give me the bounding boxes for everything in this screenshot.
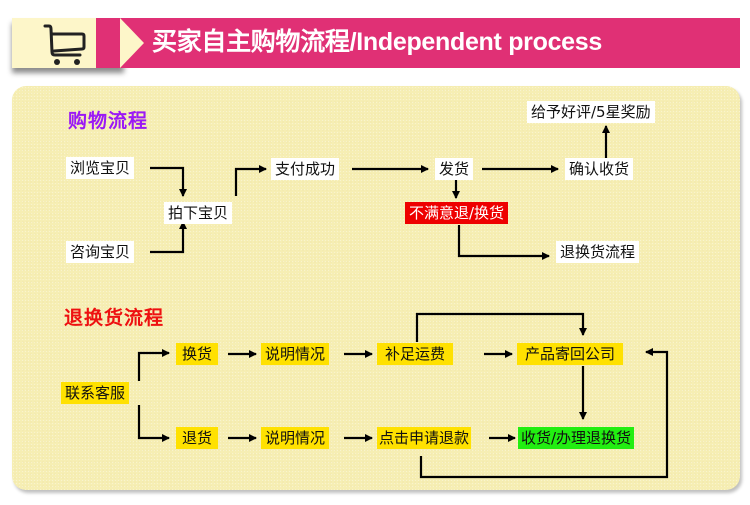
node-return-flow: 退换货流程 [556, 241, 640, 263]
node-order: 拍下宝贝 [164, 202, 233, 224]
arrow-unsatisfied-to-returnflow [457, 225, 550, 260]
node-confirm: 确认收货 [565, 158, 634, 180]
shopping-cart-icon [43, 24, 86, 65]
node-unsatisfied: 不满意退/换货 [405, 202, 509, 224]
node-contact: 联系客服 [61, 382, 130, 404]
node-apply-refund: 点击申请退款 [377, 427, 472, 449]
return-flow-title: 退换货流程 [64, 307, 165, 329]
node-browse: 浏览宝贝 [66, 157, 135, 179]
header-arrow-notch [120, 18, 144, 68]
node-send-back: 产品寄回公司 [517, 343, 624, 365]
node-explain1: 说明情况 [261, 343, 330, 365]
arrow-apply-to-sendback-loop [419, 348, 669, 479]
node-refund: 退货 [176, 427, 219, 449]
node-exchange: 换货 [176, 343, 219, 365]
node-explain2: 说明情况 [261, 427, 330, 449]
arrow-contact-to-exchange [137, 349, 170, 381]
header-bar [96, 18, 740, 68]
node-receive: 收货/办理退换货 [518, 427, 635, 449]
node-consult: 咨询宝贝 [66, 241, 135, 263]
arrow-contact-to-refund [137, 405, 170, 442]
arrow-consult-to-order [150, 221, 187, 254]
header-title: 买家自主购物流程/Independent process [152, 28, 602, 56]
shopping-flow-title: 购物流程 [68, 110, 149, 132]
node-ship: 发货 [435, 158, 474, 180]
node-pay-shipping: 补足运费 [377, 343, 454, 365]
flow-panel [12, 86, 740, 490]
arrow-order-to-paid [234, 165, 267, 196]
arrow-browse-to-order [150, 166, 187, 197]
node-review: 给予好评/5星奖励 [527, 101, 655, 123]
node-paid: 支付成功 [271, 158, 340, 180]
arrow-payshipping-to-sendback-top [415, 312, 587, 342]
